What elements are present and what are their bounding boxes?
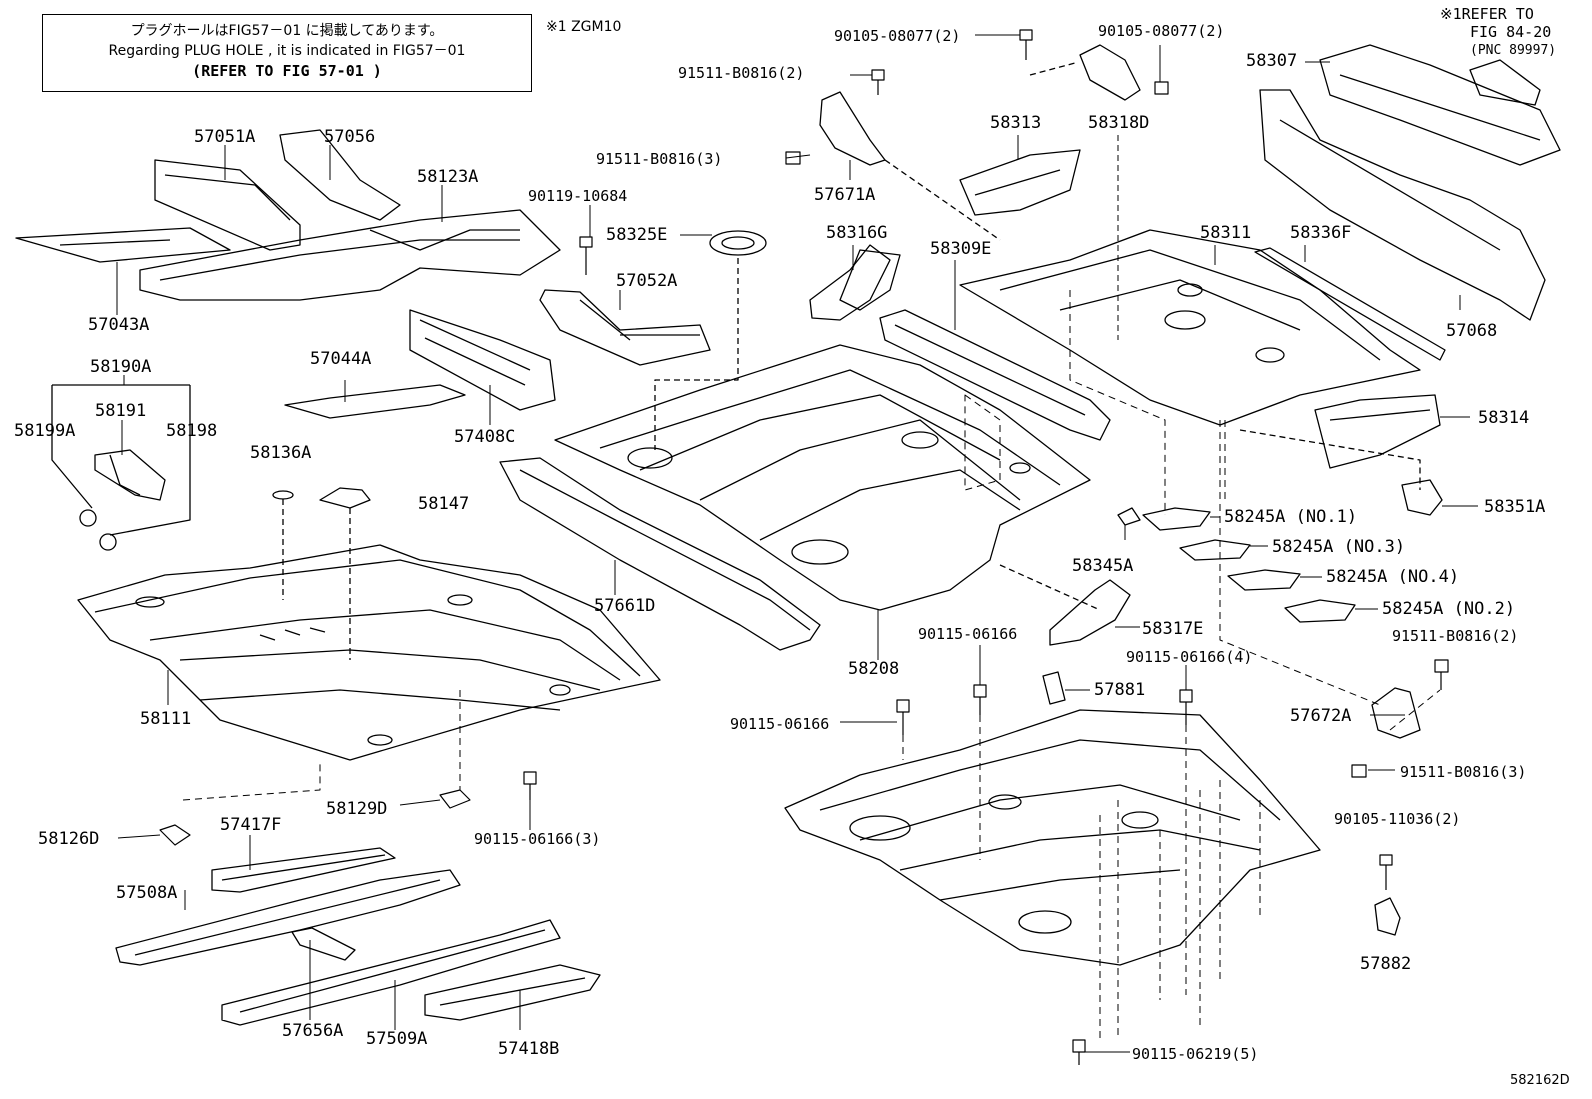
part-label: 58316G	[826, 223, 888, 243]
part-label: 57068	[1446, 321, 1498, 341]
part-label: 58314	[1478, 408, 1530, 428]
part-label: 57671A	[814, 185, 876, 205]
part-label: 57509A	[366, 1029, 428, 1049]
part-label: 91511-B0816(2)	[678, 64, 805, 82]
part-label: 90115-06166(4)	[1126, 648, 1253, 666]
refer-note-line-2: FIG 84-20	[1470, 23, 1552, 41]
part-label: 58208	[848, 659, 900, 679]
small-brackets	[809, 244, 1141, 646]
part-label: 57882	[1360, 954, 1412, 974]
part-label: 90115-06166	[918, 625, 1018, 643]
fasteners	[159, 29, 1449, 1065]
plug-and-bracket	[539, 230, 767, 450]
part-label: 58245A (NO.2)	[1382, 599, 1516, 619]
part-label: 90105-11036(2)	[1334, 810, 1461, 828]
rear-floor-pan-58311	[959, 229, 1421, 426]
part-label: 58136A	[250, 443, 312, 463]
part-label: 58191	[95, 401, 147, 421]
strip-58336F	[1254, 247, 1446, 361]
part-label: 57661D	[594, 596, 656, 616]
part-label: 58311	[1200, 223, 1252, 243]
part-label: 58111	[140, 709, 192, 729]
part-label: 58147	[418, 494, 470, 514]
refer-note-line-3: (PNC 89997)	[1470, 43, 1557, 58]
rear-brackets	[959, 44, 1141, 216]
rear-panel-58307-57068	[1259, 44, 1561, 321]
part-label: 58123A	[417, 167, 479, 187]
center-floor-58208	[554, 249, 1091, 611]
note-line-2: Regarding PLUG HOLE , it is indicated in…	[108, 43, 466, 59]
misc-brackets	[1042, 671, 1421, 936]
part-label: 57052A	[616, 271, 678, 291]
part-label: 57508A	[116, 883, 178, 903]
part-label: 58318D	[1088, 113, 1150, 133]
bracket-57671A	[819, 91, 1001, 241]
part-label: 58309E	[930, 239, 992, 259]
part-label: 58245A (NO.3)	[1272, 537, 1406, 557]
model-note: ※1 ZGM10	[546, 19, 622, 35]
part-58351A	[1401, 479, 1443, 516]
part-label: 58313	[990, 113, 1042, 133]
part-label: 57881	[1094, 680, 1146, 700]
part-label: 58336F	[1290, 223, 1352, 243]
diagram-code: 582162D	[1510, 1073, 1570, 1088]
part-label: 57043A	[88, 315, 150, 335]
dashed-guides	[182, 290, 1441, 1040]
part-label: 58317E	[1142, 619, 1204, 639]
part-label: 58345A	[1072, 556, 1134, 576]
part-label: 57408C	[454, 427, 516, 447]
note-line-1: プラグホールはFIG57－01 に掲載してあります。	[130, 23, 444, 39]
note-line-3: (REFER TO FIG 57-01 )	[192, 62, 382, 80]
part-label: 57044A	[310, 349, 372, 369]
lower-rails	[115, 847, 601, 1026]
part-label: 58129D	[326, 799, 388, 819]
part-label: 91511-B0816(3)	[1400, 763, 1527, 781]
part-label: 57656A	[282, 1021, 344, 1041]
refer-note-line-1: ※1REFER TO	[1440, 5, 1534, 23]
part-label: 58245A (NO.1)	[1224, 507, 1358, 527]
front-floor-side-panels	[15, 129, 561, 301]
front-floor-pan-58111	[77, 544, 661, 761]
part-label: 90115-06166	[730, 715, 830, 733]
part-label: 57672A	[1290, 706, 1352, 726]
part-label: 58307	[1246, 51, 1298, 71]
part-label: 58199A	[14, 421, 76, 441]
part-label: 58198	[166, 421, 218, 441]
crossmember-58309E	[879, 309, 1111, 441]
part-label: 91511-B0816(3)	[596, 150, 723, 168]
leader-lines	[116, 34, 1478, 1053]
part-label: 90115-06166(3)	[474, 830, 601, 848]
clips	[272, 487, 371, 660]
front-crossmembers	[284, 309, 556, 419]
part-label: 91511-B0816(2)	[1392, 627, 1519, 645]
floor-assembly-lower	[784, 709, 1321, 966]
part-label: 57418B	[498, 1039, 560, 1059]
plugs-58245A	[1142, 507, 1356, 623]
part-label: 57051A	[194, 127, 256, 147]
part-label: 90119-10684	[528, 187, 628, 205]
part-label: 90105-08077(2)	[1098, 22, 1225, 40]
part-label: 58126D	[38, 829, 100, 849]
plug-hole-note: プラグホールはFIG57－01 に掲載してあります。 Regarding PLU…	[42, 14, 532, 92]
part-label: 58325E	[606, 225, 668, 245]
part-label: 90105-08077(2)	[834, 27, 961, 45]
part-label: 58245A (NO.4)	[1326, 567, 1460, 587]
part-label: 57056	[324, 127, 376, 147]
part-label: 57417F	[220, 815, 282, 835]
part-label: 58351A	[1484, 497, 1546, 517]
side-member-57661D	[499, 457, 821, 651]
bracket-58191	[51, 384, 191, 551]
part-label: 90115-06219(5)	[1132, 1045, 1259, 1063]
bracket-58314	[1239, 394, 1441, 490]
part-label: 58190A	[90, 357, 152, 377]
